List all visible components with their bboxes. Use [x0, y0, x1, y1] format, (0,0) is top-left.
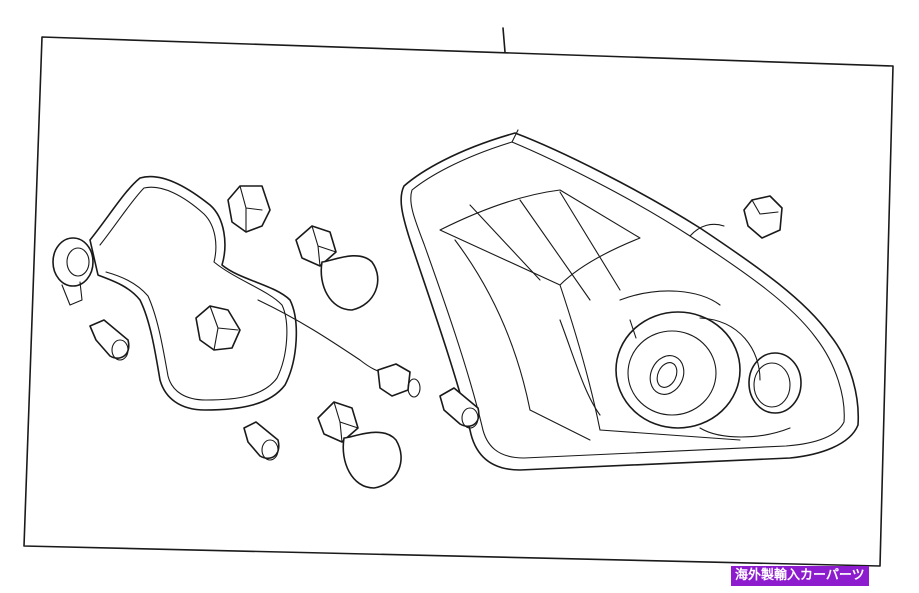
diagram-frame	[23, 27, 894, 567]
callout-line	[502, 27, 506, 53]
bulb-icon	[89, 225, 480, 489]
nut-icon	[743, 195, 783, 239]
wiring-harness-icon	[52, 175, 421, 411]
shop-badge: 海外製輸入カーパーツ	[731, 566, 869, 586]
tail-lamp-assembly-icon	[400, 129, 860, 471]
